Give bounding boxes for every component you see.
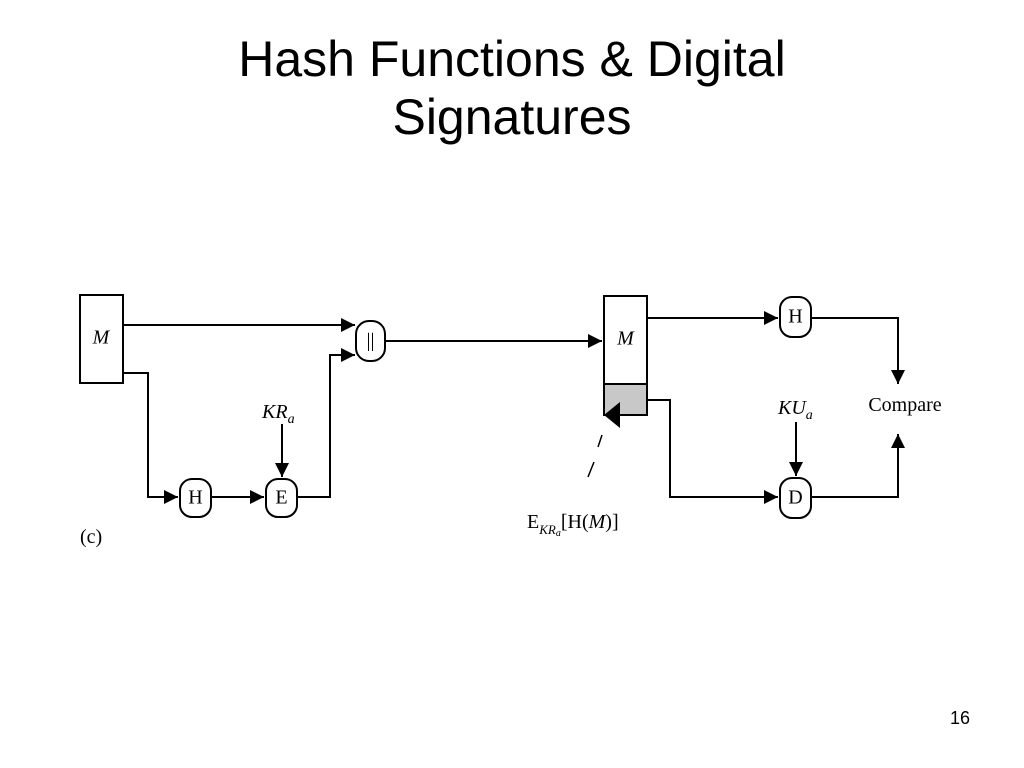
arrow-m-to-hash (123, 372, 178, 504)
signature-pointer-dash-1 (597, 434, 603, 448)
concat-label: || (366, 330, 374, 352)
page-number: 16 (949, 708, 970, 728)
compare-label: Compare (868, 394, 941, 416)
encrypt-label: E (275, 487, 287, 509)
sender-hash-label: H (188, 487, 202, 509)
sender-message-label: M (92, 327, 111, 349)
arrow-decrypt-to-compare (811, 434, 905, 498)
slide-title-line-2: Signatures (392, 89, 632, 145)
signature-pointer-dash-2 (587, 461, 595, 478)
slide-title-line-1: Hash Functions & Digital (238, 31, 786, 87)
arrow-receiver-hash-to-compare (811, 317, 905, 384)
signature-label: EKRa[H(M)] (527, 511, 619, 539)
receiver-message-box (603, 295, 648, 385)
sender-message-box (79, 294, 124, 384)
signature-pointer-arrow (604, 402, 620, 428)
private-key-label: KRa (261, 401, 295, 427)
receiver-hash-label: H (788, 306, 802, 328)
public-key-label: KUa (777, 397, 813, 423)
slide-title: Hash Functions & Digital Signatures (0, 30, 1024, 146)
arrow-signature-to-decrypt (647, 399, 778, 504)
diagram-caption: (c) (80, 526, 102, 548)
receiver-message-label: M (616, 328, 635, 350)
arrow-encrypt-to-concat (297, 348, 355, 498)
decrypt-label: D (788, 487, 802, 509)
